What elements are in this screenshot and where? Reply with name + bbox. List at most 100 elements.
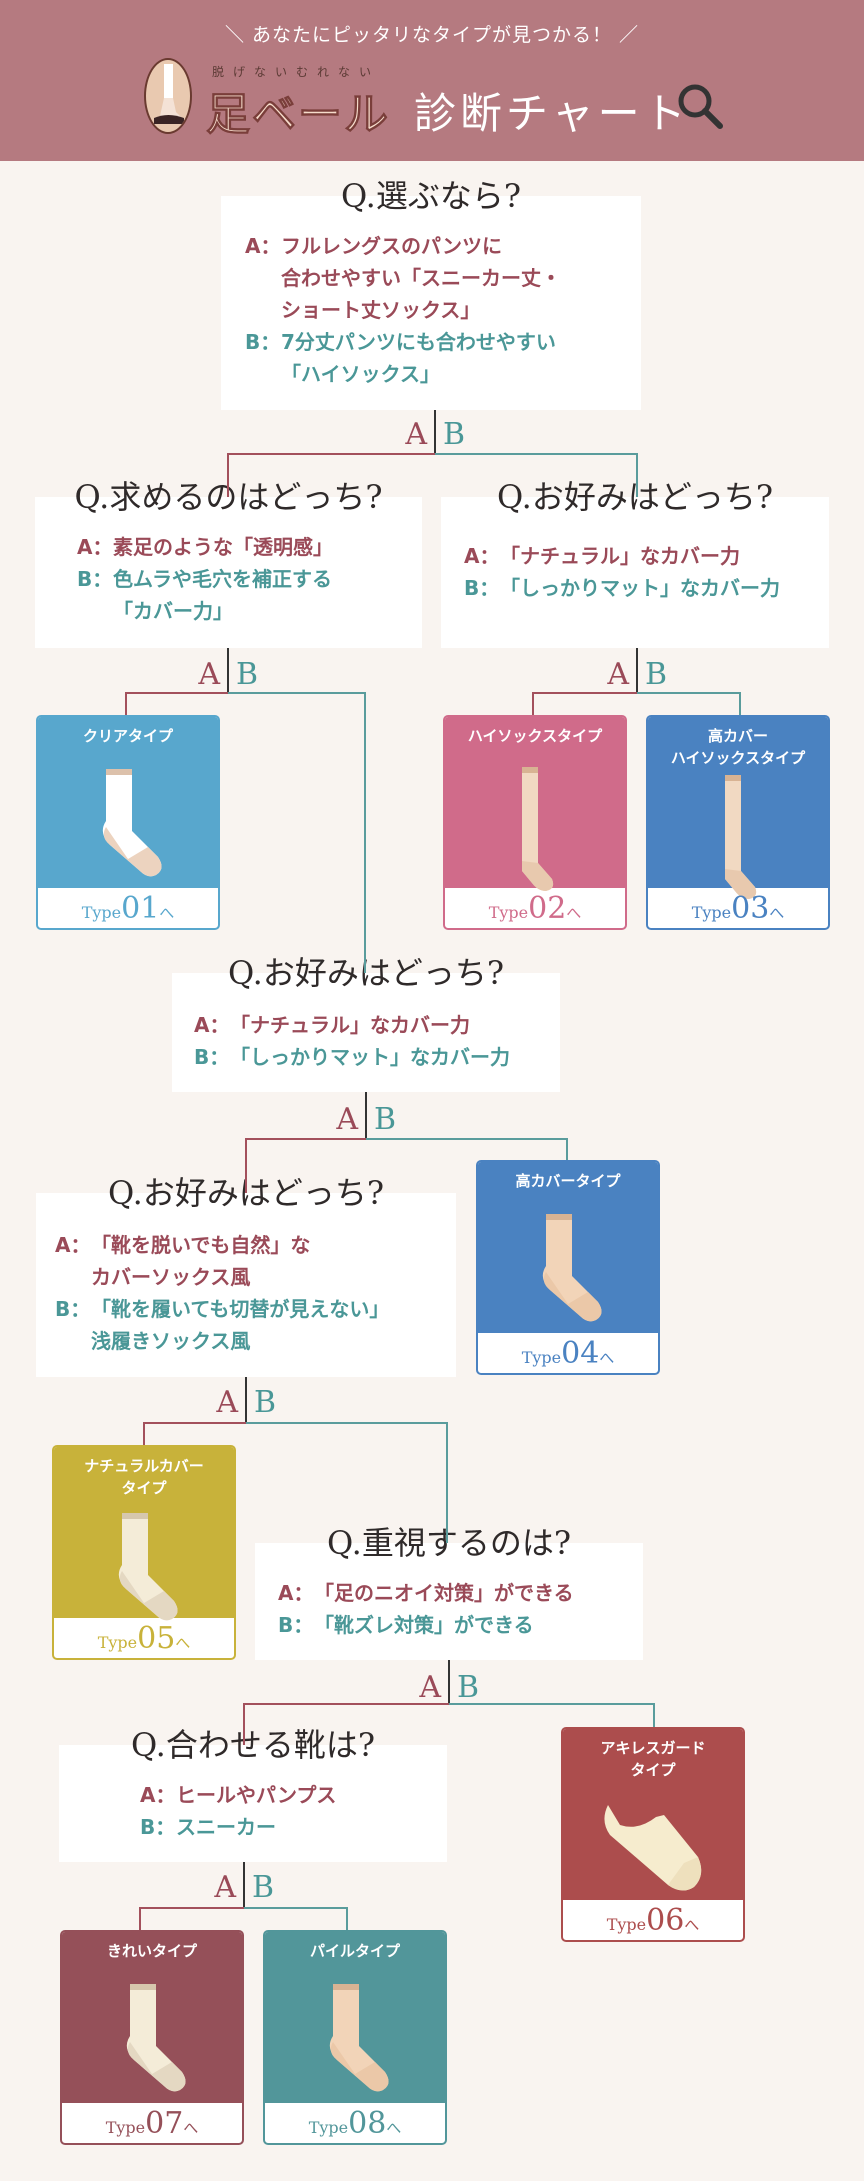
question-box: Q.求めるのはどっち?A：素足のような「透明感」B：色ムラや毛穴を補正する 「カ…: [35, 478, 422, 648]
connector-b-drop: [636, 453, 638, 497]
type-suffix: へ: [386, 2119, 402, 2137]
connector-b-horizontal: [228, 692, 366, 694]
option-a-text: ヒールやパンプス: [176, 1783, 337, 1807]
question-title: Q.お好みはどっち?: [108, 1174, 384, 1212]
result-card-type-07[interactable]: きれいタイプ Type07へ: [60, 1930, 244, 2145]
option-a-text: 「ナチュラル」なカバー力: [230, 1013, 470, 1037]
type-number: 08: [348, 2106, 387, 2141]
connector-stem: [227, 648, 229, 694]
connector-b-drop: [364, 692, 366, 973]
result-type-name: ナチュラルカバー タイプ: [84, 1457, 204, 1497]
result-card-type-01[interactable]: クリアタイプ Type01へ: [36, 715, 220, 930]
option-a-key: A：: [194, 1013, 230, 1037]
sock-icon: [713, 775, 763, 905]
page-title: 診断チャート: [414, 89, 690, 138]
option-a-text: 素足のような「透明感」: [113, 535, 333, 559]
option-b-key: B：: [194, 1045, 230, 1069]
type-suffix: へ: [183, 2119, 199, 2137]
option-a[interactable]: A：「靴を脱いでも自然」な カバーソックス風: [55, 1229, 456, 1293]
result-type-link[interactable]: Type01へ: [38, 888, 218, 928]
type-number: 04: [561, 1336, 600, 1371]
result-type-link[interactable]: Type02へ: [445, 888, 625, 928]
result-card-header: ハイソックスタイプ: [445, 717, 625, 891]
sock-icon: [88, 769, 168, 883]
result-type-link[interactable]: Type07へ: [62, 2103, 242, 2143]
option-b[interactable]: B：「しっかりマット」なカバー力: [194, 1041, 560, 1073]
result-card-header: パイルタイプ: [265, 1932, 445, 2103]
option-a-key: A：: [464, 544, 500, 568]
option-b-text: 「しっかりマット」なカバー力: [500, 576, 780, 600]
question-title: Q.お好みはどっち?: [497, 478, 773, 516]
connector-stem: [448, 1660, 450, 1705]
logo-tagline: 脱げないむれない: [212, 65, 381, 79]
option-a[interactable]: A：フルレングスのパンツに 合わせやすい「スニーカー丈・ ショート丈ソックス」: [245, 230, 641, 326]
option-a-text: フルレングスのパンツに 合わせやすい「スニーカー丈・ ショート丈ソックス」: [281, 234, 561, 322]
sock-icon: [598, 1801, 708, 1905]
connector-a-horizontal: [125, 692, 228, 694]
option-b-key: B：: [278, 1613, 314, 1637]
option-b-key: B：: [140, 1815, 176, 1839]
connector-b-horizontal: [244, 1907, 348, 1909]
connector-a-horizontal: [245, 1138, 366, 1140]
result-card-header: きれいタイプ: [62, 1932, 242, 2103]
answer-options: A：素足のような「透明感」B：色ムラや毛穴を補正する 「カバー力」: [77, 531, 422, 627]
option-a[interactable]: A：素足のような「透明感」: [77, 531, 422, 563]
option-a[interactable]: A：「ナチュラル」なカバー力: [194, 1009, 560, 1041]
connector-a-horizontal: [139, 1907, 244, 1909]
option-b[interactable]: B：7分丈パンツにも合わせやすい 「ハイソックス」: [245, 326, 641, 390]
connector-stem: [636, 648, 638, 694]
answer-options: A：フルレングスのパンツに 合わせやすい「スニーカー丈・ ショート丈ソックス」B…: [245, 230, 641, 390]
branch-label-b: B: [236, 657, 259, 692]
option-b-text: 「しっかりマット」なカバー力: [230, 1045, 510, 1069]
connector-b-horizontal: [246, 1422, 448, 1424]
result-type-name: きれいタイプ: [106, 1942, 197, 1960]
sock-icon: [104, 1513, 184, 1627]
result-type-link[interactable]: Type06へ: [563, 1900, 743, 1940]
option-b[interactable]: B：「靴ズレ対策」ができる: [278, 1609, 643, 1641]
result-card-type-05[interactable]: ナチュラルカバー タイプ Type05へ: [52, 1445, 236, 1660]
option-b[interactable]: B：スニーカー: [140, 1811, 447, 1843]
option-a[interactable]: A：ヒールやパンプス: [140, 1779, 447, 1811]
connector-stem: [365, 1092, 367, 1140]
option-b[interactable]: B：「靴を履いても切替が見えない」 浅履きソックス風: [55, 1293, 456, 1357]
result-type-link[interactable]: Type03へ: [648, 888, 828, 928]
result-type-link[interactable]: Type08へ: [265, 2103, 445, 2143]
option-b-key: B：: [77, 567, 113, 591]
result-type-name: クリアタイプ: [82, 727, 173, 745]
option-b[interactable]: B：色ムラや毛穴を補正する 「カバー力」: [77, 563, 422, 627]
sock-icon: [315, 1984, 395, 2098]
branch-label-a: A: [607, 657, 629, 692]
connector-a-drop: [532, 692, 534, 715]
sock-icon: [528, 1214, 608, 1328]
type-label: Type: [105, 2118, 146, 2137]
option-a[interactable]: A：「足のニオイ対策」ができる: [278, 1577, 643, 1609]
branch-label-b: B: [252, 1870, 275, 1905]
result-type-link[interactable]: Type05へ: [54, 1618, 234, 1658]
option-a[interactable]: A：「ナチュラル」なカバー力: [464, 540, 829, 572]
branch-label-b: B: [374, 1102, 397, 1137]
connector-stem: [245, 1377, 247, 1424]
connector-a-horizontal: [143, 1422, 246, 1424]
result-card-header: 高カバータイプ: [478, 1162, 658, 1333]
connector-b-drop: [346, 1907, 348, 1930]
connector-b-drop: [653, 1703, 655, 1727]
branch-label-b: B: [443, 417, 466, 452]
option-b-text: 色ムラや毛穴を補正する 「カバー力」: [113, 567, 332, 623]
type-suffix: へ: [684, 1916, 700, 1934]
result-card-header: ナチュラルカバー タイプ: [54, 1447, 234, 1621]
option-b[interactable]: B：「しっかりマット」なカバー力: [464, 572, 829, 604]
option-a-key: A：: [140, 1783, 176, 1807]
option-a-text: 「靴を脱いでも自然」な カバーソックス風: [91, 1233, 311, 1289]
result-type-link[interactable]: Type04へ: [478, 1333, 658, 1373]
type-label: Type: [97, 1633, 138, 1652]
type-suffix: へ: [566, 904, 582, 922]
type-label: Type: [81, 903, 122, 922]
connector-a-horizontal: [532, 692, 637, 694]
